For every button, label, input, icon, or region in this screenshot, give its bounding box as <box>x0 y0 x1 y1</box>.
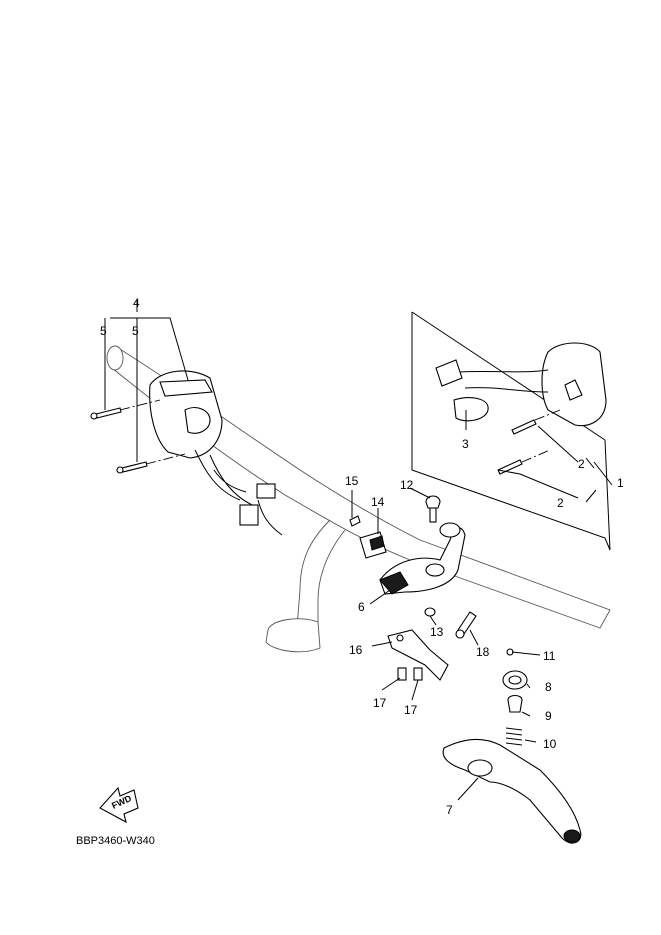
lever-holder <box>379 522 466 595</box>
callout-2-upper: 2 <box>578 457 585 471</box>
screw-5-lower <box>116 461 148 474</box>
connector <box>239 504 259 526</box>
diagram-code: BBP3460-W340 <box>76 835 155 847</box>
callout-13: 13 <box>430 625 444 639</box>
cover-8 <box>502 670 528 690</box>
callout-3: 3 <box>462 437 469 451</box>
callout-18: 18 <box>476 645 490 659</box>
left-handlebar-switch <box>149 370 283 536</box>
callout-17-left: 17 <box>373 696 387 710</box>
callout-16: 16 <box>349 643 363 657</box>
handlebar <box>106 345 611 653</box>
callout-labels: 1 2 2 3 4 5 5 6 7 8 9 10 11 12 13 14 15 … <box>100 296 624 817</box>
callout-9: 9 <box>545 709 552 723</box>
right-switch-inset <box>411 311 611 551</box>
callout-8: 8 <box>545 680 552 694</box>
callout-2-lower: 2 <box>557 496 564 510</box>
callout-11: 11 <box>543 649 556 663</box>
bolt-18 <box>455 611 477 639</box>
callout-4: 4 <box>133 296 140 310</box>
clamp <box>359 531 387 559</box>
bolt-15 <box>349 515 361 527</box>
bolt-12 <box>425 495 441 523</box>
leader-lines <box>104 300 613 801</box>
fwd-arrow: FWD <box>99 786 139 824</box>
nut-13 <box>424 607 436 617</box>
callout-6: 6 <box>358 600 365 614</box>
callout-17-right: 17 <box>404 703 418 717</box>
connector <box>256 483 276 499</box>
spring-10 <box>505 727 523 746</box>
callout-1: 1 <box>617 476 624 490</box>
callout-14: 14 <box>371 495 385 509</box>
screw-17-a <box>397 667 407 681</box>
callout-12: 12 <box>400 478 414 492</box>
screw-17-b <box>413 667 423 681</box>
screw-5-upper <box>90 407 122 420</box>
callout-5-right: 5 <box>132 324 139 338</box>
lever <box>442 738 582 844</box>
callout-7: 7 <box>446 803 453 817</box>
callout-5-left: 5 <box>100 324 107 338</box>
callout-10: 10 <box>543 737 557 751</box>
callout-15: 15 <box>345 474 359 488</box>
pivot-9 <box>507 694 523 713</box>
bracket <box>387 629 449 681</box>
